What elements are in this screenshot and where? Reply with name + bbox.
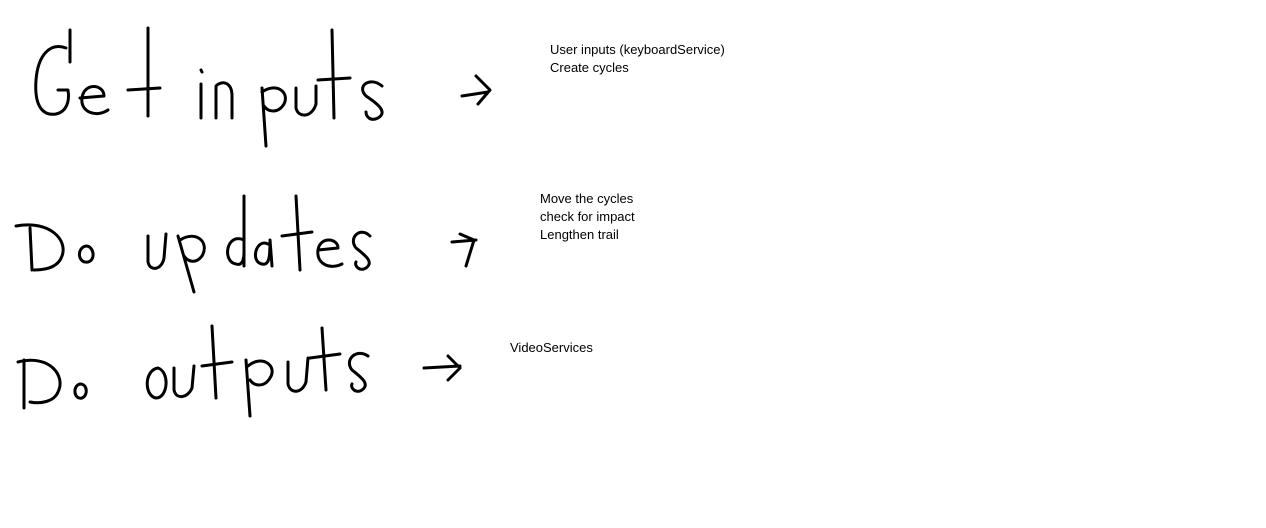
note-line: Move the cycles [540, 191, 634, 206]
note-line: Lengthen trail [540, 227, 619, 242]
step-notes: User inputs (keyboardService) Create cyc… [550, 41, 725, 77]
note-line: User inputs (keyboardService) [550, 42, 725, 57]
step-notes: Move the cycles check for impact Lengthe… [540, 190, 635, 244]
step-notes: VideoServices [510, 339, 593, 357]
note-line: VideoServices [510, 340, 593, 355]
note-line: Create cycles [550, 60, 629, 75]
note-line: check for impact [540, 209, 635, 224]
